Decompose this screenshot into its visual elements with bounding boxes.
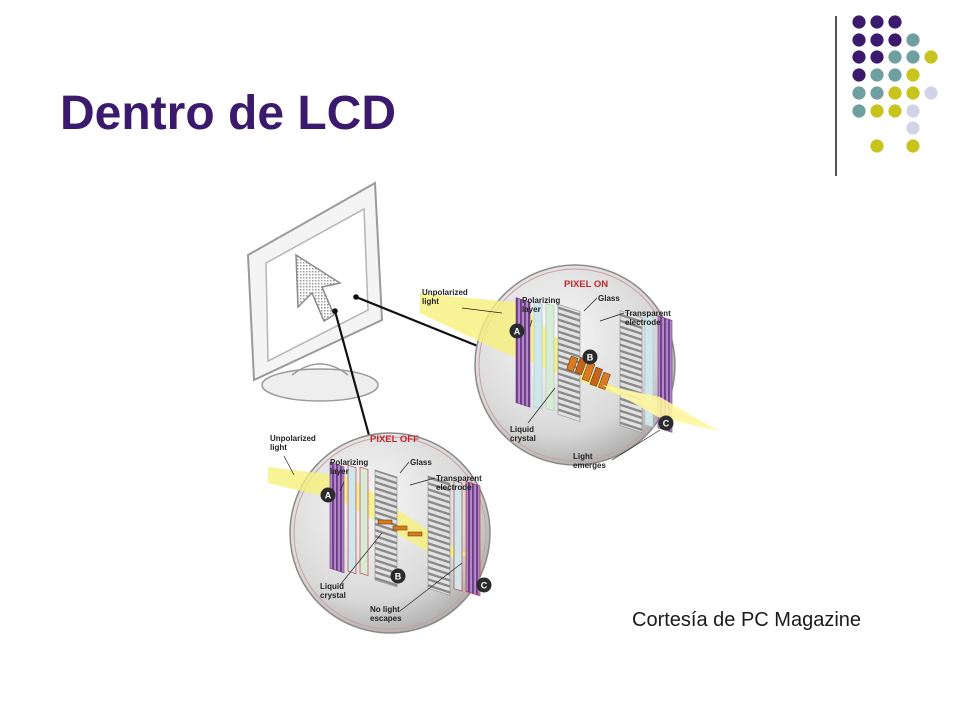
decorative-dot bbox=[888, 104, 902, 118]
connector-line bbox=[355, 295, 491, 353]
decorative-dot bbox=[852, 68, 866, 82]
slide-title: Dentro de LCD bbox=[60, 87, 396, 140]
decorative-dot bbox=[852, 86, 866, 100]
decorative-dot bbox=[888, 86, 902, 100]
decorative-dot bbox=[906, 50, 920, 64]
decorative-dot bbox=[852, 33, 866, 47]
pixel-off-marker-c: C bbox=[481, 581, 488, 591]
decorative-dot bbox=[870, 86, 884, 100]
connector-line bbox=[333, 310, 372, 440]
pixel-off-marker-b: B bbox=[395, 572, 402, 582]
pixel-off-glass-label: Glass bbox=[410, 458, 432, 467]
pixel-off-header: PIXEL OFF bbox=[370, 434, 419, 445]
decorative-dot bbox=[870, 68, 884, 82]
pixel-on-marker-b: B bbox=[587, 353, 594, 363]
decorative-dot bbox=[906, 86, 920, 100]
decorative-dot bbox=[906, 121, 920, 135]
pixel-on-glass-label: Glass bbox=[598, 294, 620, 303]
decorative-dot bbox=[888, 50, 902, 64]
decorative-dot bbox=[852, 15, 866, 29]
decorative-dot bbox=[888, 33, 902, 47]
decorative-dot bbox=[906, 68, 920, 82]
pixel-off-marker-a: A bbox=[325, 491, 332, 501]
decorative-dot bbox=[852, 104, 866, 118]
decorative-dot bbox=[906, 33, 920, 47]
decorative-dot bbox=[870, 104, 884, 118]
decorative-dot bbox=[888, 15, 902, 29]
decorative-dot bbox=[852, 50, 866, 64]
decorative-dot bbox=[924, 86, 938, 100]
decorative-dot bbox=[888, 68, 902, 82]
decorative-dot bbox=[870, 33, 884, 47]
decorative-dot bbox=[924, 50, 938, 64]
pixel-on-marker-c: C bbox=[663, 419, 670, 429]
image-credit-caption: Cortesía de PC Magazine bbox=[632, 609, 862, 631]
decorative-dot bbox=[906, 104, 920, 118]
monitor-illustration bbox=[246, 181, 384, 402]
pixel-on-header: PIXEL ON bbox=[564, 279, 608, 290]
decorative-dot bbox=[906, 139, 920, 153]
cursor-arrow-icon bbox=[295, 253, 342, 323]
decorative-dot bbox=[870, 50, 884, 64]
divider-line bbox=[835, 16, 837, 176]
decorative-dot-grid bbox=[852, 15, 938, 153]
decorative-dot bbox=[870, 15, 884, 29]
pixel-on-marker-a: A bbox=[514, 327, 521, 337]
decorative-dot bbox=[870, 139, 884, 153]
